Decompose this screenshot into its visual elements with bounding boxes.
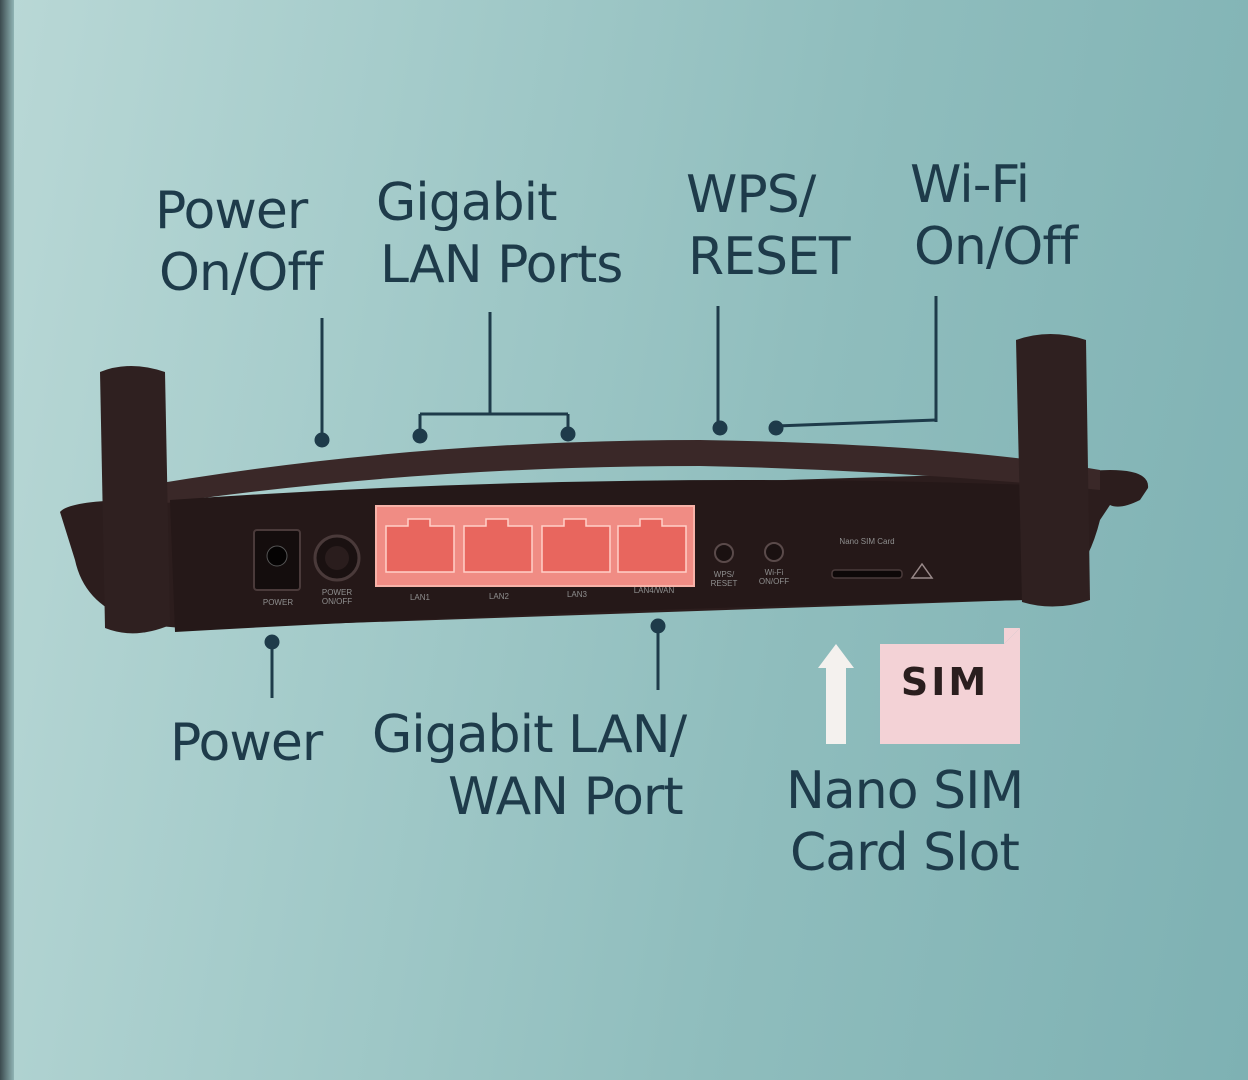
- device-label-nano-sim: Nano SIM Card: [839, 537, 895, 546]
- device-label-lan2: LAN2: [488, 592, 509, 601]
- device-label-lan3: LAN3: [566, 590, 587, 599]
- sim-slot: [831, 569, 903, 579]
- leader-dot-lan1: [412, 428, 428, 444]
- label-power: Power: [170, 713, 323, 773]
- leader-dot-wifi: [768, 420, 784, 436]
- leader-dot-lan3: [560, 426, 576, 442]
- router: [60, 334, 1149, 634]
- device-label-lan4-wan: LAN4/WAN: [633, 586, 675, 595]
- antenna-left: [100, 366, 170, 634]
- port-lan1: [385, 518, 455, 573]
- box-edge: [0, 0, 14, 1080]
- device-label-lan1: LAN1: [409, 593, 430, 602]
- leader-dot-wps: [712, 420, 728, 436]
- label-gigabit-lan-wan-port: Gigabit LAN/WAN Port: [372, 705, 687, 827]
- port-lan3: [541, 518, 611, 573]
- device-label-power: POWER: [262, 598, 294, 607]
- leader-dot-power: [264, 634, 280, 650]
- label-wps-reset: WPS/RESET: [686, 165, 851, 287]
- antenna-right: [1016, 334, 1090, 607]
- up-arrow-icon: [818, 644, 854, 744]
- device-label-wps-reset: WPS/RESET: [710, 570, 738, 588]
- sim-card-icon: [880, 628, 1020, 744]
- port-lan4-wan: [617, 518, 687, 573]
- leader-dot-power-onoff: [314, 432, 330, 448]
- ethernet-ports: [385, 518, 687, 573]
- wps-reset-button: [714, 543, 734, 563]
- wifi-button: [764, 542, 784, 562]
- sim-warning-icon: [910, 562, 934, 579]
- router-top: [120, 440, 1100, 510]
- sim-card-text: SIM: [900, 660, 990, 704]
- leader-lines: [264, 296, 938, 698]
- leader-dot-lan-wan: [650, 618, 666, 634]
- port-lan2: [463, 518, 533, 573]
